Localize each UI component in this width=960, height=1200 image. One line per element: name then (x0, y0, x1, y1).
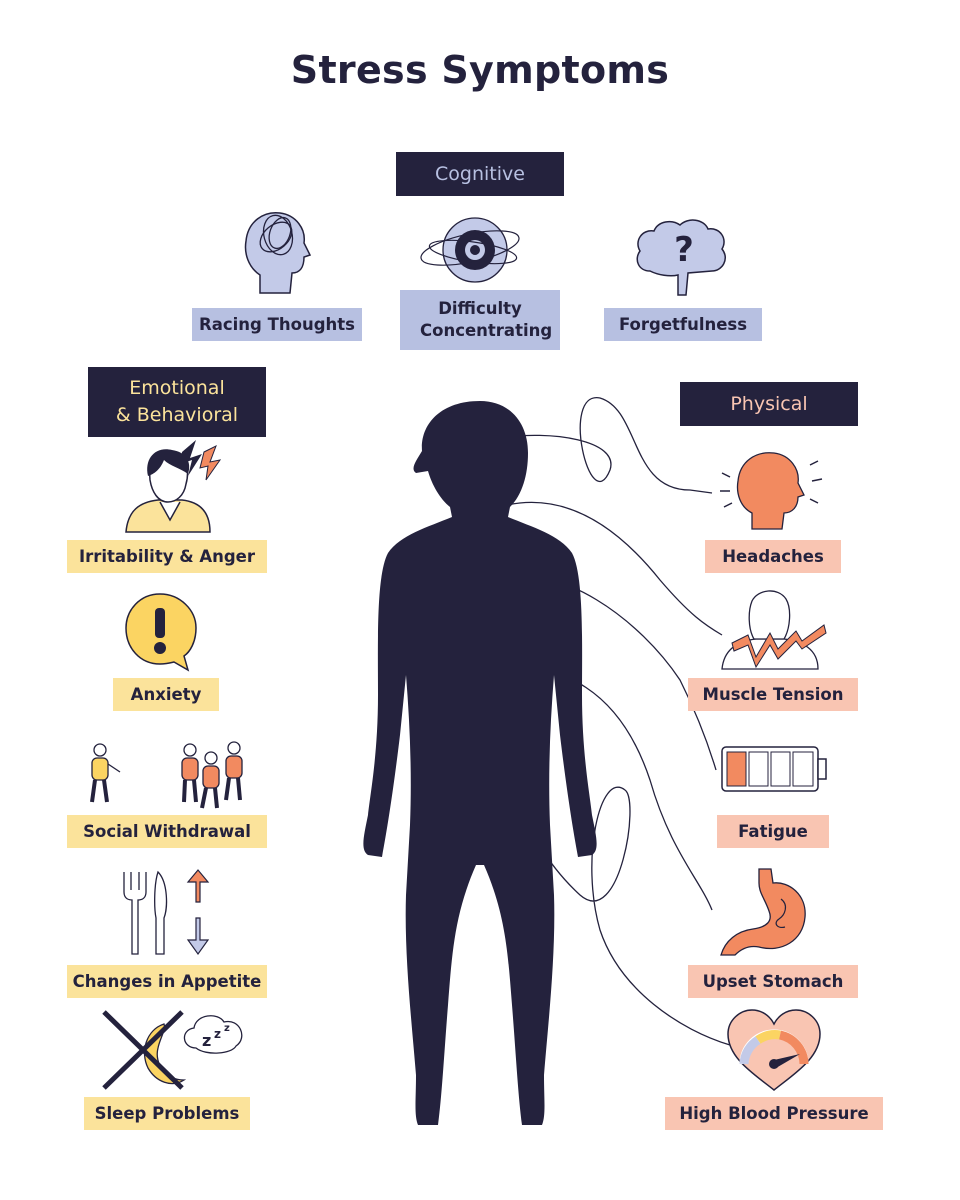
headaches-label: Headaches (705, 540, 841, 573)
emotional-behavioral-header: Emotional & Behavioral (88, 367, 266, 437)
emotional-header-line2: & Behavioral (115, 404, 239, 426)
forgetfulness-label: Forgetfulness (604, 308, 762, 341)
question-brain-icon: ? (636, 219, 726, 296)
difficulty-concentrating-text: Difficulty Concentrating (420, 299, 553, 340)
exclamation-bubble-icon (125, 593, 197, 672)
tense-shoulders-icon (721, 590, 827, 670)
svg-text:z: z (214, 1027, 221, 1041)
upset-stomach-label: Upset Stomach (688, 965, 858, 998)
social-withdrawal-label: Social Withdrawal (67, 815, 267, 848)
heart-gauge-icon (727, 1009, 821, 1091)
changes-in-appetite-label: Changes in Appetite (67, 965, 267, 998)
crossed-moon-zzz-icon: z z z (102, 1010, 243, 1090)
physical-header: Physical (680, 382, 858, 426)
racing-thoughts-label: Racing Thoughts (192, 308, 362, 341)
page-title: Stress Symptoms (290, 48, 670, 92)
svg-text:z: z (224, 1023, 230, 1034)
head-pain-icon (720, 452, 823, 530)
fatigue-label: Fatigue (717, 815, 829, 848)
scribbled-target-icon (420, 217, 520, 283)
low-battery-icon (721, 746, 827, 792)
muscle-tension-label: Muscle Tension (688, 678, 858, 711)
tangled-head-icon (244, 212, 312, 294)
physical-header-label: Physical (730, 392, 808, 415)
emotional-header-line1: Emotional (129, 377, 225, 399)
cognitive-header: Cognitive (396, 152, 564, 196)
high-blood-pressure-label: High Blood Pressure (665, 1097, 883, 1130)
svg-text:?: ? (674, 230, 694, 270)
difficulty-concentrating-label: Difficulty Concentrating (400, 290, 560, 350)
fork-knife-arrows-icon (123, 869, 210, 956)
human-silhouette (363, 401, 597, 1125)
svg-text:z: z (202, 1031, 211, 1050)
sleep-problems-label: Sleep Problems (84, 1097, 250, 1130)
isolated-person-icon (90, 741, 243, 809)
angry-person-icon (125, 440, 222, 533)
stomach-icon (720, 868, 806, 956)
anxiety-label: Anxiety (113, 678, 219, 711)
irritability-anger-label: Irritability & Anger (67, 540, 267, 573)
cognitive-header-label: Cognitive (435, 162, 525, 185)
